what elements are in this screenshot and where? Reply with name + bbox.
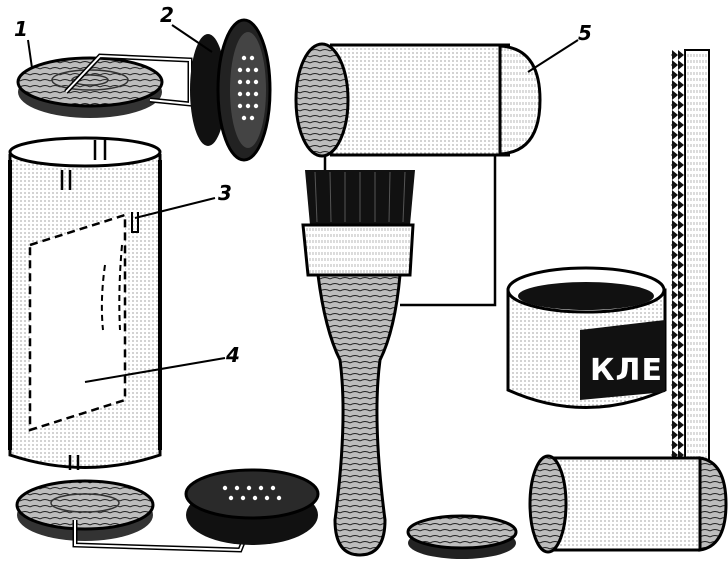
small-disk [408,516,516,559]
callout-5: 5 [578,21,592,45]
bottom-end-disk [17,481,153,541]
glue-jar: КЛЕ [508,268,665,408]
top-perforated-disk [190,20,270,160]
callout-4: 4 [225,343,240,367]
roller [296,44,540,156]
callout-2: 2 [160,3,174,27]
callout-3: 3 [218,181,232,205]
glue-jar-label: КЛЕ [590,353,663,388]
bottom-roller [530,456,726,552]
bottom-perforated-disk [186,470,318,545]
film-sheet [30,215,125,430]
callout-1: 1 [14,17,28,41]
brush [303,170,415,555]
